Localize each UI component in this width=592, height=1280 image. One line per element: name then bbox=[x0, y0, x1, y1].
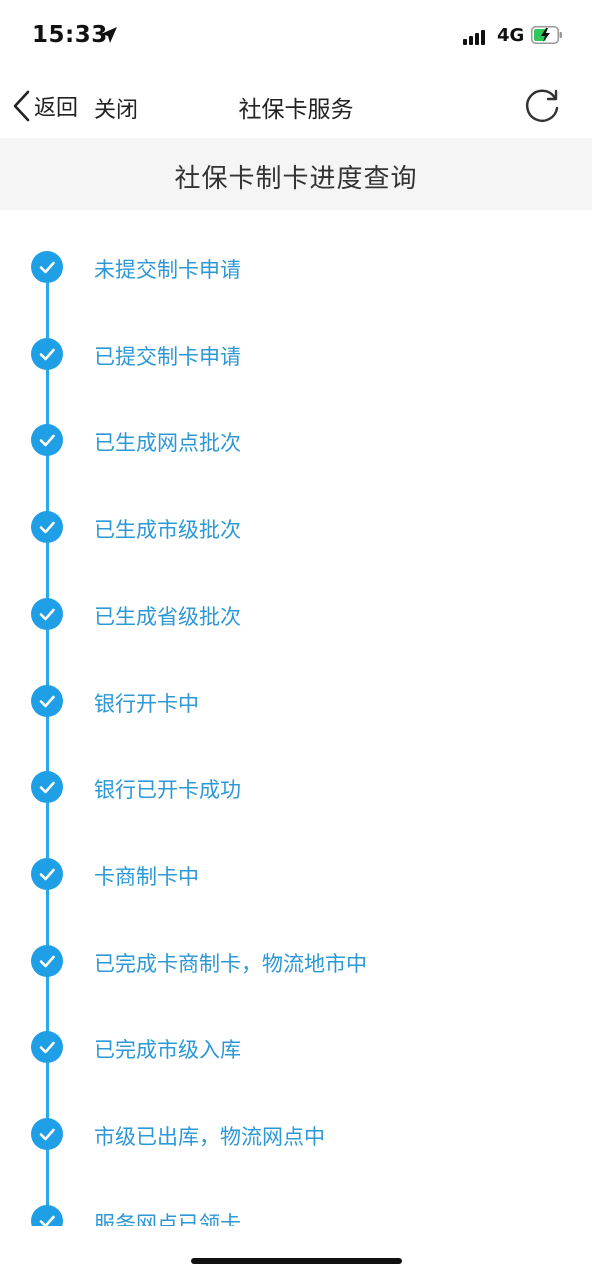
step-label: 已提交制卡申请 bbox=[94, 344, 241, 369]
timeline-step: 已提交制卡申请 bbox=[0, 333, 592, 373]
check-circle-icon bbox=[31, 944, 63, 977]
back-button[interactable]: 返回 bbox=[10, 88, 78, 124]
check-circle-icon bbox=[31, 511, 63, 544]
check-circle-icon bbox=[31, 857, 63, 890]
timeline-step: 已生成市级批次 bbox=[0, 506, 592, 546]
timeline-step: 已生成省级批次 bbox=[0, 593, 592, 633]
chevron-left-icon bbox=[13, 90, 30, 122]
home-indicator bbox=[191, 1258, 402, 1264]
signal-icon bbox=[463, 29, 491, 45]
step-label: 已完成市级入库 bbox=[94, 1038, 241, 1063]
step-label: 银行开卡中 bbox=[94, 691, 199, 716]
step-label: 已生成市级批次 bbox=[94, 518, 241, 543]
check-circle-icon bbox=[31, 684, 63, 717]
step-label: 已完成卡商制卡，物流地市中 bbox=[94, 951, 367, 976]
refresh-icon[interactable] bbox=[522, 86, 562, 126]
step-label: 银行已开卡成功 bbox=[94, 778, 241, 803]
step-label: 已生成网点批次 bbox=[94, 431, 241, 456]
progress-timeline: 未提交制卡申请已提交制卡申请已生成网点批次已生成市级批次已生成省级批次银行开卡中… bbox=[0, 210, 592, 1226]
status-time: 15:33 bbox=[32, 22, 108, 48]
battery-charging-icon bbox=[531, 26, 562, 44]
check-circle-icon bbox=[31, 251, 63, 283]
timeline-step: 已生成网点批次 bbox=[0, 419, 592, 459]
timeline-step: 已完成市级入库 bbox=[0, 1026, 592, 1066]
timeline-step: 市级已出库，物流网点中 bbox=[0, 1113, 592, 1153]
check-circle-icon bbox=[31, 1204, 63, 1226]
timeline-step: 未提交制卡申请 bbox=[0, 246, 592, 286]
timeline-line bbox=[46, 266, 49, 1226]
step-label: 市级已出库，物流网点中 bbox=[94, 1125, 325, 1149]
nav-title: 社保卡服务 bbox=[238, 97, 354, 123]
back-label: 返回 bbox=[34, 96, 79, 121]
check-circle-icon bbox=[31, 1118, 63, 1150]
timeline-step: 银行已开卡成功 bbox=[0, 766, 592, 806]
network-type: 4G bbox=[497, 25, 525, 46]
timeline-step: 已完成卡商制卡，物流地市中 bbox=[0, 940, 592, 980]
check-circle-icon bbox=[31, 337, 63, 370]
timeline-step: 服务网点已领卡 bbox=[0, 1200, 592, 1226]
location-arrow-icon bbox=[101, 27, 117, 43]
check-circle-icon bbox=[31, 771, 63, 804]
timeline-step: 银行开卡中 bbox=[0, 680, 592, 720]
step-label: 卡商制卡中 bbox=[94, 864, 199, 889]
status-bar: 15:33 4G bbox=[0, 0, 592, 74]
step-label: 服务网点已领卡 bbox=[94, 1211, 241, 1226]
check-circle-icon bbox=[31, 1031, 63, 1064]
nav-bar: 返回 关闭 社保卡服务 bbox=[0, 74, 592, 138]
step-label: 未提交制卡申请 bbox=[94, 258, 241, 282]
check-circle-icon bbox=[31, 424, 63, 457]
check-circle-icon bbox=[31, 597, 63, 630]
timeline-step: 卡商制卡中 bbox=[0, 853, 592, 893]
page-title: 社保卡制卡进度查询 bbox=[174, 164, 418, 194]
close-button[interactable]: 关闭 bbox=[94, 98, 139, 123]
page-header: 社保卡制卡进度查询 bbox=[0, 138, 592, 210]
step-label: 已生成省级批次 bbox=[94, 604, 241, 629]
